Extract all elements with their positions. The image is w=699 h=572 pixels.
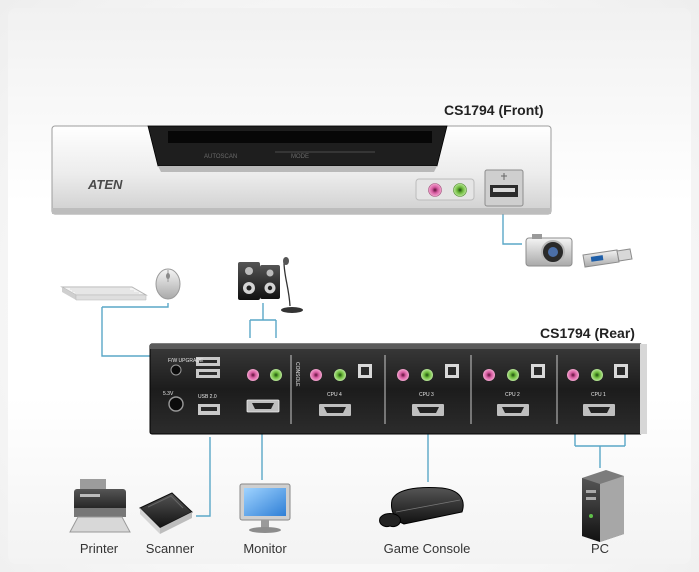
monitor-icon: [239, 483, 291, 533]
scanner-label: Scanner: [145, 541, 195, 556]
mode-label: MODE: [291, 154, 309, 160]
mouse-icon: [155, 268, 181, 300]
aten-logo: ATEN: [88, 177, 123, 192]
cpu-port-group-2: [483, 364, 545, 416]
pc-icon: [582, 470, 624, 542]
monitor-label: Monitor: [243, 541, 287, 556]
cpu-label-3: CPU 3: [419, 392, 434, 398]
cpu-port-group-3: [397, 364, 459, 416]
front-title: CS1794 (Front): [444, 102, 544, 118]
printer-icon: [69, 479, 131, 533]
scanner-icon: [139, 492, 193, 534]
camera-icon: [525, 234, 573, 267]
cpu-port-group-1: [567, 364, 628, 416]
microphone-icon: [281, 257, 303, 313]
cpu-label-2: CPU 2: [505, 392, 520, 398]
pc-label: PC: [590, 541, 610, 556]
console-text: CONSOLE: [294, 362, 300, 387]
cpu-label-1: CPU 1: [591, 392, 606, 398]
front-unit: [51, 125, 552, 215]
keyboard-icon: [60, 286, 148, 301]
printer-label: Printer: [79, 541, 119, 556]
usb-drive-icon: [582, 248, 633, 268]
line-front-usb: [502, 214, 522, 245]
autoscan-label: AUTOSCAN: [204, 154, 238, 160]
line-audio: [249, 303, 277, 338]
cpu-port-group-4: [310, 364, 372, 416]
game-console-icon: [379, 487, 464, 527]
usb-text: USB 2.0: [198, 394, 217, 400]
line-usb-hub: [196, 437, 211, 517]
power-text: 5.3V: [163, 391, 174, 397]
cpu-label-4: CPU 4: [327, 392, 342, 398]
game-console-label: Game Console: [383, 541, 471, 556]
rear-unit: F/W UPGRADE USB 2.0 5.3V CONSOLE CPU 4 C…: [149, 343, 647, 435]
speakers-icon: [238, 262, 280, 300]
fw-upgrade-text: F/W UPGRADE: [168, 358, 204, 364]
rear-title: CS1794 (Rear): [540, 325, 635, 341]
line-mouse-drop: [102, 303, 169, 308]
